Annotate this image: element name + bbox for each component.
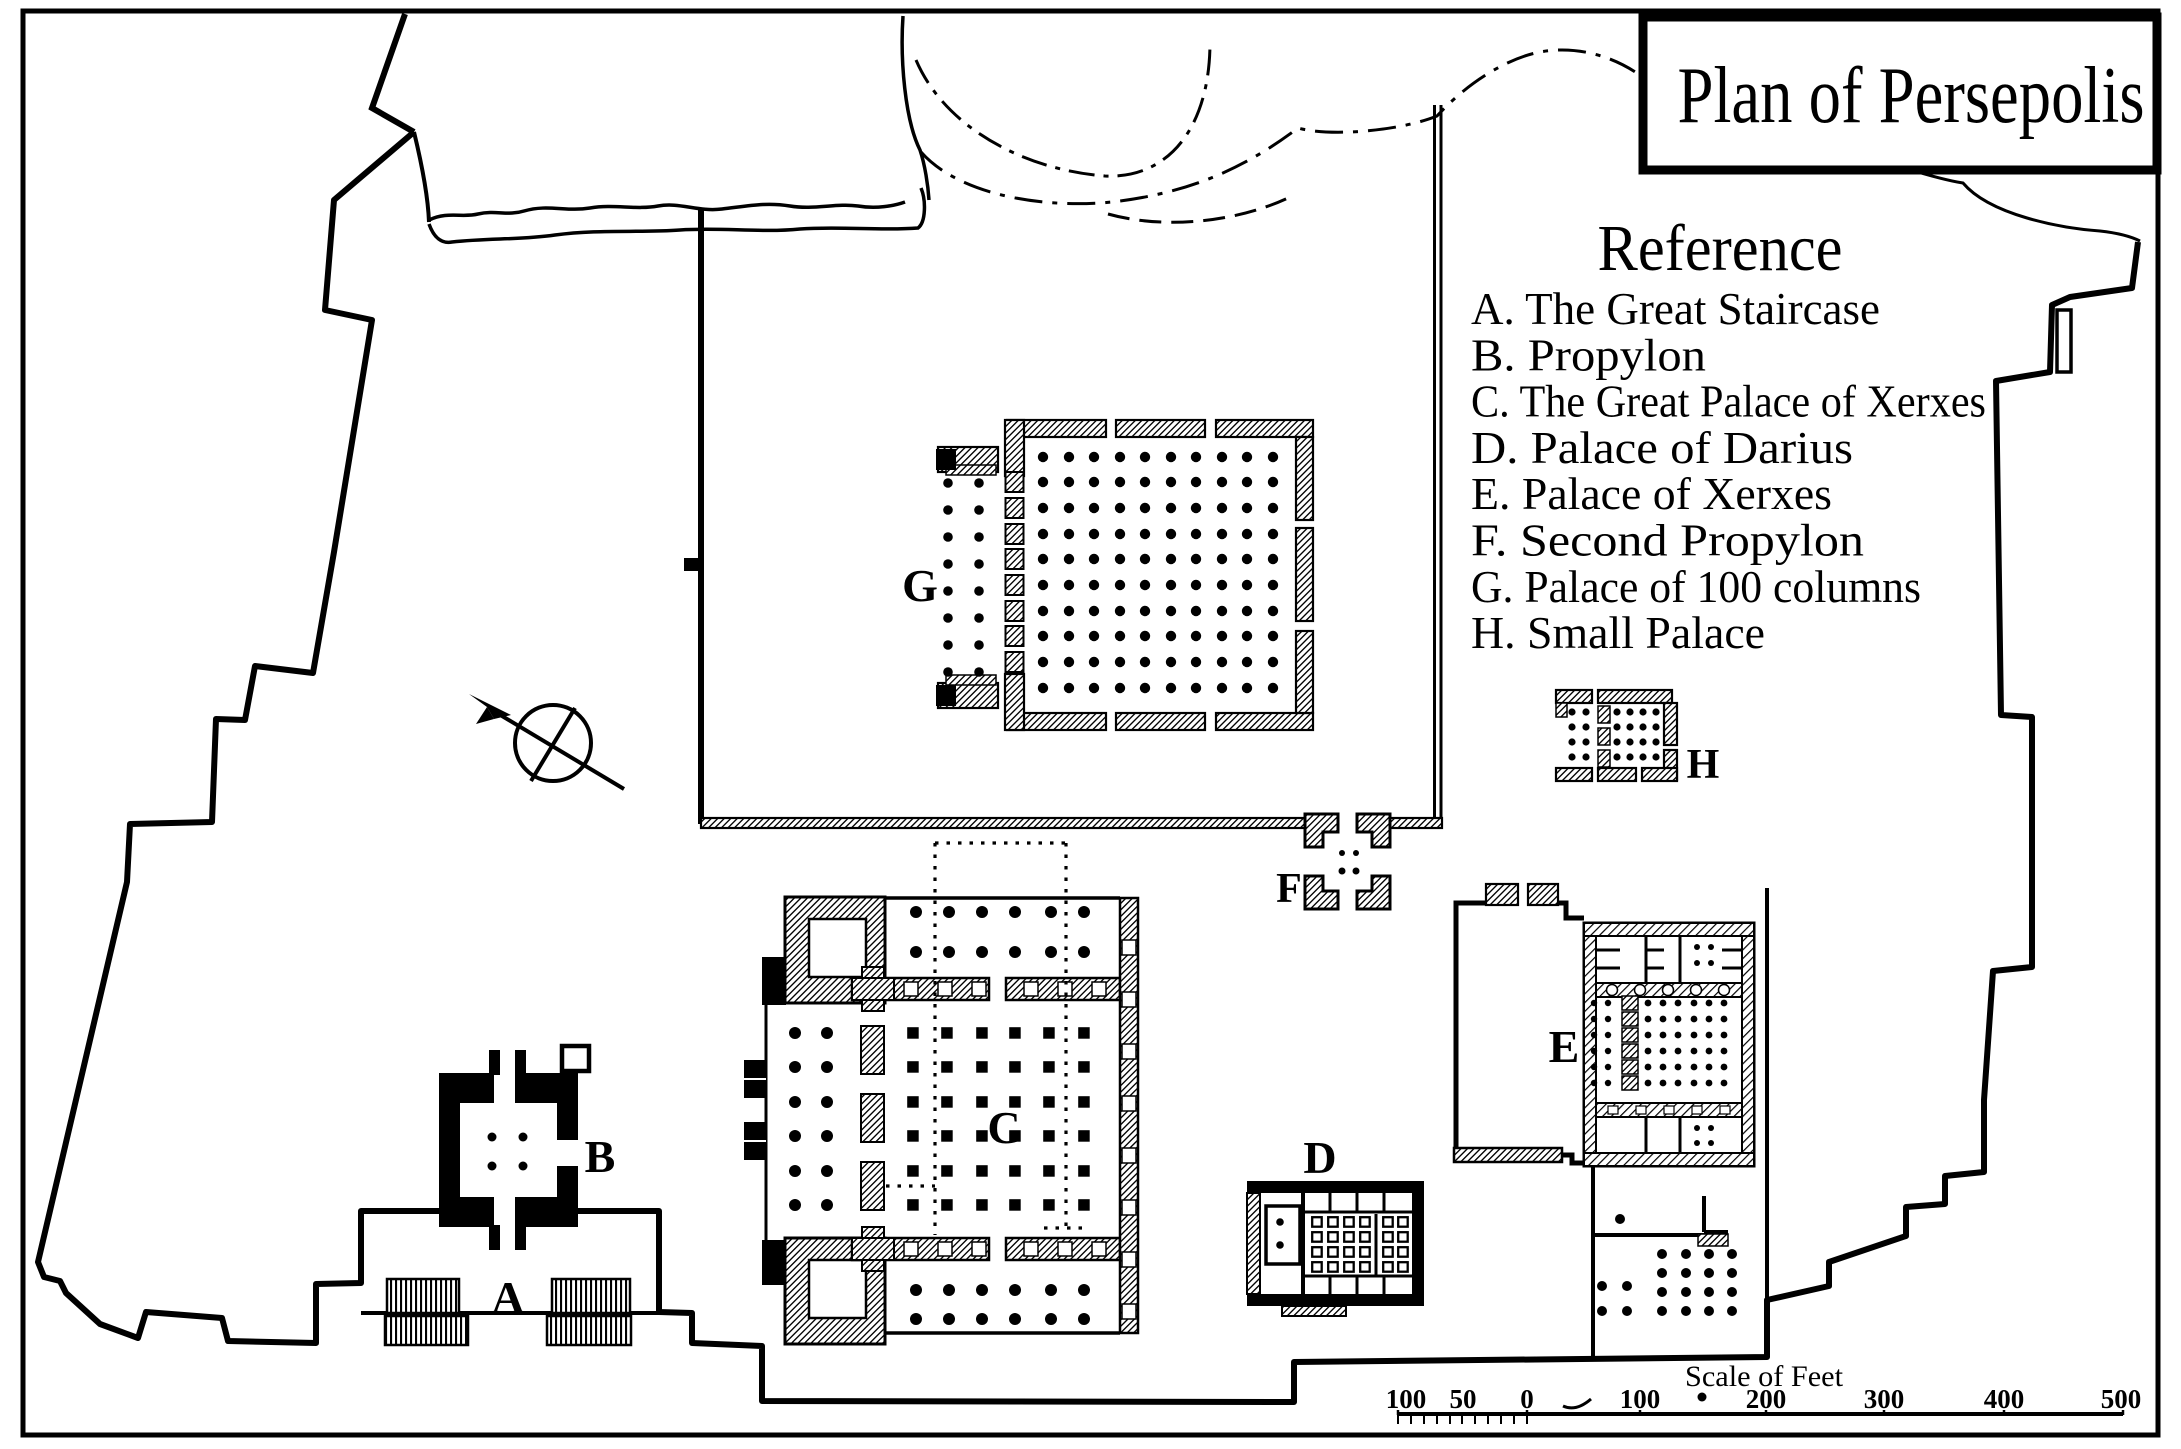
svg-text:Scale of Feet: Scale of Feet <box>1685 1360 1844 1393</box>
svg-text:H: H <box>1687 742 1720 788</box>
svg-text:H. Small Palace: H. Small Palace <box>1471 607 1765 658</box>
svg-text:B. Propylon: B. Propylon <box>1471 329 1706 380</box>
svg-text:50: 50 <box>1450 1384 1477 1414</box>
svg-text:A. The Great Staircase: A. The Great Staircase <box>1471 283 1880 334</box>
svg-text:C: C <box>987 1102 1020 1153</box>
svg-text:400: 400 <box>1984 1384 2025 1414</box>
svg-text:D: D <box>1303 1132 1336 1183</box>
svg-text:200: 200 <box>1746 1384 1787 1414</box>
svg-text:300: 300 <box>1864 1384 1905 1414</box>
svg-text:F: F <box>1276 866 1302 912</box>
svg-text:Plan of Persepolis: Plan of Persepolis <box>1678 52 2145 140</box>
svg-text:A: A <box>491 1272 524 1323</box>
svg-text:E. Palace of Xerxes: E. Palace of Xerxes <box>1471 468 1832 519</box>
svg-text:G. Palace of 100 columns: G. Palace of 100 columns <box>1471 561 1921 612</box>
svg-text:500: 500 <box>2101 1384 2142 1414</box>
svg-text:100: 100 <box>1620 1384 1661 1414</box>
svg-text:G: G <box>902 560 938 611</box>
svg-text:100: 100 <box>1386 1384 1427 1414</box>
svg-text:C. The Great Palace of Xerxes: C. The Great Palace of Xerxes <box>1471 376 1986 427</box>
svg-text:D. Palace of Darius: D. Palace of Darius <box>1471 422 1853 473</box>
svg-text:F. Second Propylon: F. Second Propylon <box>1471 515 1864 566</box>
svg-text:E: E <box>1549 1021 1580 1072</box>
svg-text:B: B <box>585 1131 616 1182</box>
svg-text:0: 0 <box>1520 1384 1534 1414</box>
svg-text:Reference: Reference <box>1598 212 1843 285</box>
